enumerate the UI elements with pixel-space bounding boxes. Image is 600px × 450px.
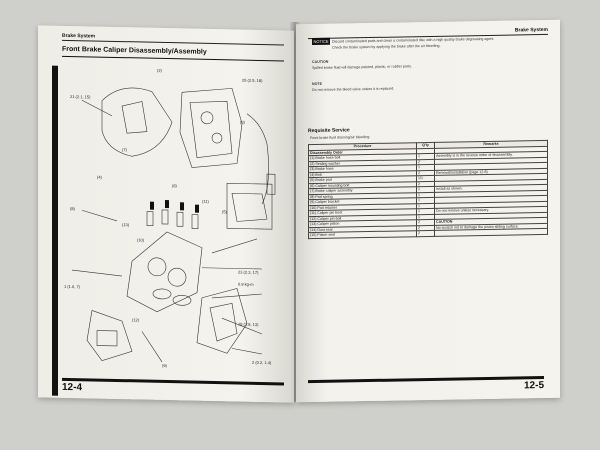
table-cell: [434, 228, 548, 236]
torque-label: 18 (1.8, 13): [238, 322, 259, 327]
section-tab: [52, 65, 58, 396]
book-gutter: [290, 22, 300, 402]
part-callout: (9): [162, 363, 168, 368]
right-page-number: 12-5: [523, 379, 544, 392]
part-callout: (2): [157, 68, 163, 73]
part-callout: (3): [240, 120, 246, 125]
right-section-label: Brake System: [514, 26, 548, 34]
left-section-label: Brake System: [62, 32, 96, 40]
requisite-item: Front brake fluid draining/air bleeding: [310, 135, 370, 141]
table-cell: 2: [416, 230, 435, 237]
part-callout: (11): [202, 199, 209, 204]
procedure-table: Procedure Q'ty Remarks Disassembly Order…: [308, 140, 548, 239]
caution-label: CAUTION: [312, 59, 329, 65]
notice-tag: NOTICE: [312, 37, 330, 46]
part-callout: (7): [122, 147, 128, 152]
part-callout: (5): [222, 209, 228, 214]
table-cell: (15) Piston seal: [308, 230, 417, 239]
caliper-exploded-diagram: 21 (2.1, 15) 25 (2.5, 18) 23 (2.3, 17) 0…: [64, 68, 276, 368]
torque-label: 1 (1.0, 7): [64, 284, 81, 289]
left-page: Brake System Front Brake Caliper Disasse…: [38, 25, 294, 403]
left-page-number: 12-4: [62, 381, 83, 394]
note-line: Check the brake system by applying the b…: [332, 43, 441, 50]
requisite-title: Requisite Service: [308, 127, 350, 135]
part-callout: (13): [122, 222, 130, 227]
part-callout: (6): [172, 183, 178, 188]
right-page: Brake System NOTICE Discard contaminated…: [296, 19, 560, 403]
right-footer-rule: [308, 375, 544, 384]
part-callout: (4): [97, 175, 103, 180]
left-footer-rule: [62, 377, 284, 386]
caution-text: Spilled brake fluid will damage painted,…: [312, 64, 412, 71]
part-callout: (10): [137, 237, 145, 242]
torque-label: 23 (2.3, 17): [238, 270, 259, 275]
torque-label: 2 (0.2, 1.4): [252, 360, 272, 365]
part-callout: (8): [70, 206, 76, 211]
left-header-rule: [62, 39, 284, 46]
torque-label: 21 (2.1, 15): [70, 94, 91, 99]
note-label: NOTE: [312, 81, 322, 87]
part-callout: (12): [132, 317, 140, 322]
note-text: Do not remove the bleed valve unless it …: [312, 86, 395, 93]
page-title: Front Brake Caliper Disassembly/Assembly: [62, 45, 284, 62]
torque-unit: 0.9 kg-m: [238, 282, 254, 287]
torque-label: 25 (2.5, 18): [242, 78, 263, 83]
